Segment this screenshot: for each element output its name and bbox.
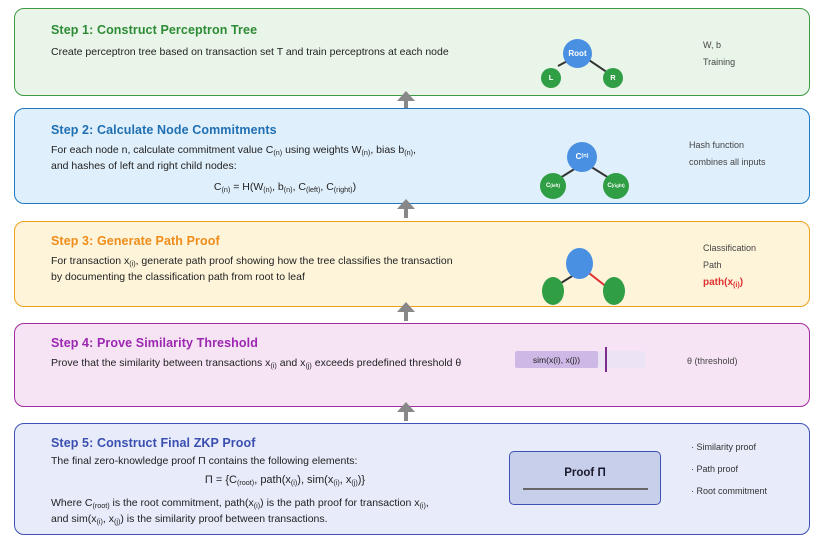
step-1-side-label-2: Training bbox=[703, 57, 736, 67]
step-3-node-root bbox=[566, 248, 593, 279]
step-4-body: Prove that the similarity between transa… bbox=[51, 357, 462, 370]
step-3-body-line-1: For transaction x(i), generate path proo… bbox=[51, 255, 453, 268]
step-2-body-line-1: For each node n, calculate commitment va… bbox=[51, 144, 416, 157]
step-4-side-label-threshold: θ (threshold) bbox=[687, 356, 738, 366]
step-2-formula: C(n) = H(W(n), b(n), C(left), C(right)) bbox=[213, 181, 357, 194]
step-2-panel: Step 2: Calculate Node Commitments For e… bbox=[14, 108, 810, 204]
step-3-node-right bbox=[603, 277, 625, 305]
step-5-title: Step 5: Construct Final ZKP Proof bbox=[51, 436, 256, 450]
step-3-side-label-1: Classification bbox=[703, 243, 757, 253]
step-3-panel: Step 3: Generate Path Proof For transact… bbox=[14, 221, 810, 307]
step-1-node-right: R bbox=[603, 68, 623, 88]
arrow-step3-to-step2-head bbox=[397, 199, 415, 209]
step-1-node-root: Root bbox=[563, 39, 592, 68]
arrow-step4-to-step3-shaft bbox=[404, 311, 408, 321]
step-3-body-line-2: by documenting the classification path f… bbox=[51, 271, 305, 283]
similarity-bar-fill: sim(x(i), x(j)) bbox=[515, 351, 598, 368]
step-2-node-root: C(n) bbox=[567, 142, 597, 172]
arrow-step5-to-step4-shaft bbox=[404, 411, 408, 421]
step-2-node-left: C(left) bbox=[540, 173, 566, 199]
proof-box-label: Proof Π bbox=[564, 466, 606, 479]
step-1-body: Create perceptron tree based on transact… bbox=[51, 46, 449, 58]
step-1-side-label-1: W, b bbox=[703, 40, 722, 50]
step-5-formula: Π = {C(root), path(x(i)), sim(x(i), x(j)… bbox=[204, 474, 366, 487]
step-5-bullet-2: · Path proof bbox=[691, 464, 739, 474]
step-5-body-line-1: Where C(root) is the root commitment, pa… bbox=[51, 497, 429, 510]
step-2-body-line-2: and hashes of left and right child nodes… bbox=[51, 160, 237, 172]
step-2-title: Step 2: Calculate Node Commitments bbox=[51, 123, 277, 137]
step-3-side-label-2: Path bbox=[703, 260, 722, 270]
arrow-step4-to-step3-head bbox=[397, 302, 415, 312]
step-5-bullet-3: · Root commitment bbox=[691, 486, 768, 496]
arrow-step5-to-step4-head bbox=[397, 402, 415, 412]
step-3-node-left bbox=[542, 277, 564, 305]
step-3-side-path-highlight: path(x(i)) bbox=[703, 277, 744, 289]
proof-box-divider bbox=[522, 487, 648, 490]
step-2-side-label-2: combines all inputs bbox=[689, 157, 766, 167]
step-2-node-right: C(right) bbox=[603, 173, 629, 199]
step-2-side-label-1: Hash function bbox=[689, 140, 745, 150]
step-5-panel: Step 5: Construct Final ZKP Proof The fi… bbox=[14, 423, 810, 535]
similarity-threshold-marker bbox=[605, 347, 608, 372]
step-1-panel: Step 1: Construct Perceptron Tree Create… bbox=[14, 8, 810, 96]
step-4-panel: Step 4: Prove Similarity Threshold Prove… bbox=[14, 323, 810, 407]
step-5-body-intro: The final zero-knowledge proof Π contain… bbox=[51, 455, 358, 467]
arrow-step2-to-step1-head bbox=[397, 91, 415, 101]
step-3-title: Step 3: Generate Path Proof bbox=[51, 234, 220, 248]
step-1-title: Step 1: Construct Perceptron Tree bbox=[51, 23, 258, 37]
arrow-step3-to-step2-shaft bbox=[404, 208, 408, 218]
proof-box: Proof Π bbox=[509, 451, 661, 505]
step-4-title: Step 4: Prove Similarity Threshold bbox=[51, 336, 258, 350]
arrow-step2-to-step1-shaft bbox=[404, 100, 408, 108]
step-5-bullet-1: · Similarity proof bbox=[691, 442, 757, 452]
step-5-body-line-2: and sim(x(i), x(j)) is the similarity pr… bbox=[51, 513, 328, 526]
step-1-node-left: L bbox=[541, 68, 561, 88]
